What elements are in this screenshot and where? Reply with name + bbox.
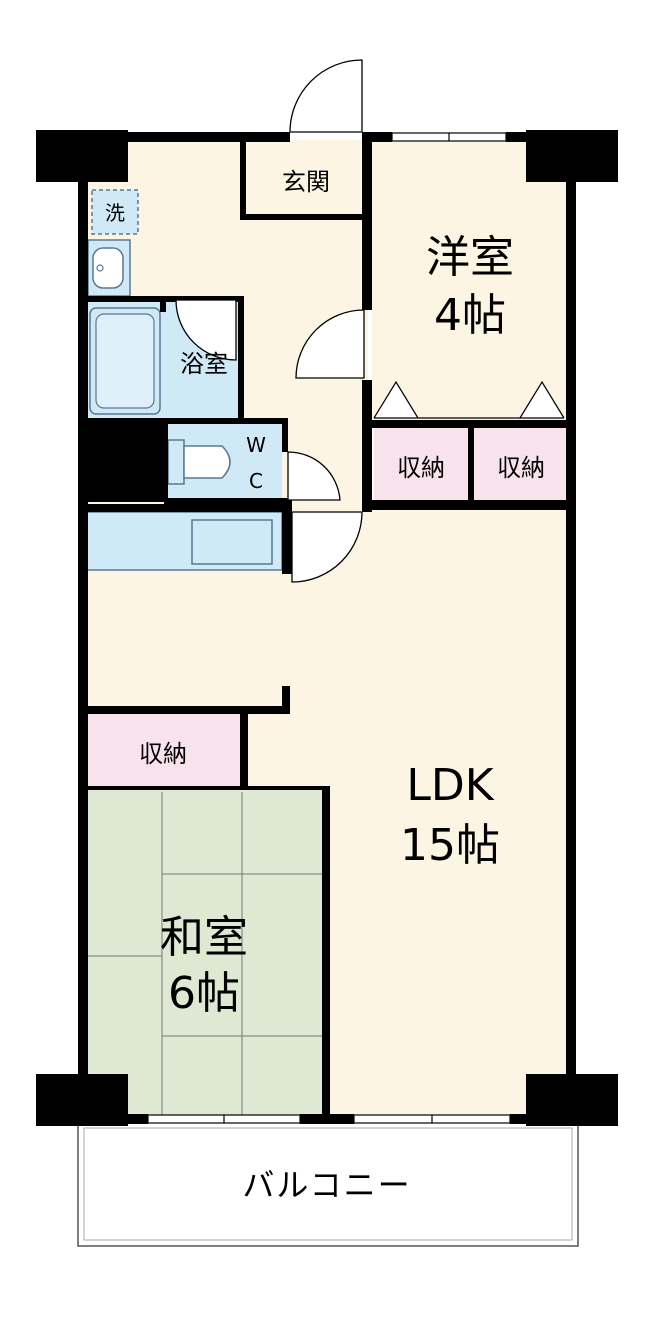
- laundry-space: [91, 189, 139, 235]
- storage-3-label: 収納: [139, 740, 187, 768]
- doors: [175, 59, 365, 583]
- toilet-label-w: W: [246, 433, 266, 457]
- bathtub: [89, 307, 161, 415]
- walls: [36, 130, 618, 1126]
- tatami-lines: [86, 792, 322, 1116]
- toilet-tank: [167, 439, 185, 485]
- storage-2-floor: [474, 428, 568, 500]
- ldk-name: LDK: [406, 760, 494, 811]
- storage-2-label: 収納: [497, 454, 545, 482]
- japanese-room-size: 6帖: [168, 968, 240, 1019]
- balcony-outline: [77, 1121, 579, 1247]
- kitchen-sink: [191, 519, 273, 565]
- laundry-label: 洗: [105, 201, 125, 225]
- wash-basin-drain: [96, 264, 104, 272]
- bath-label: 浴室: [180, 350, 228, 378]
- bathtub-inner: [95, 313, 155, 409]
- windows: [147, 132, 511, 1124]
- storage-1-floor: [374, 428, 468, 500]
- toilet-label-c: C: [249, 469, 263, 493]
- western-room-size: 4帖: [434, 290, 506, 341]
- ldk-size: 15帖: [400, 820, 500, 871]
- japanese-room-name: 和室: [160, 912, 248, 963]
- japanese-room-floor: [86, 790, 322, 1116]
- entrance-label: 玄関: [282, 168, 330, 196]
- wash-basin-bowl: [92, 247, 124, 289]
- western-room-name: 洋室: [426, 232, 514, 283]
- closet-folding-doors: [373, 380, 565, 419]
- storage-1-label: 収納: [397, 454, 445, 482]
- storage-3-floor: [86, 714, 240, 786]
- toilet-bowl: [183, 445, 231, 479]
- western-room-floor: [372, 140, 568, 425]
- balcony-inner-outline: [83, 1127, 573, 1241]
- entrance-floor: [246, 140, 368, 218]
- balcony-label: バルコニー: [242, 1166, 411, 1204]
